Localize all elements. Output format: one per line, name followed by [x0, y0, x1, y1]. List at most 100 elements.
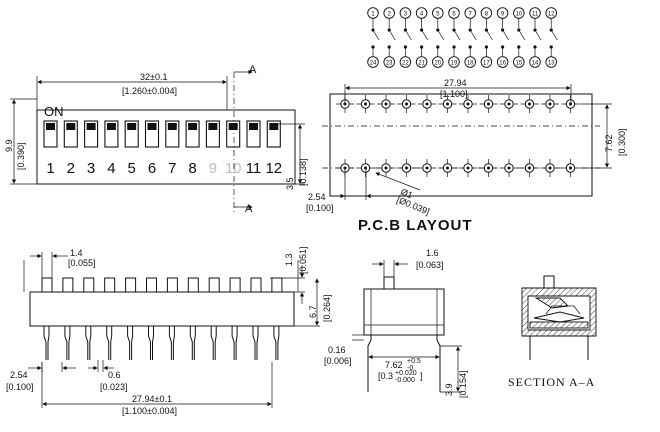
top-offset-in: [0.138] [298, 158, 308, 186]
schematic-pin-label-1: 1 [371, 11, 375, 17]
schematic-pin-label-11: 11 [532, 11, 539, 17]
end-row-in-tol: +0.020 [395, 370, 417, 377]
pcb-span-mm: 27.94 [444, 78, 467, 88]
side-lead-10 [231, 326, 238, 360]
schematic-switch-8: 817 [480, 7, 493, 68]
schematic-pin-label-9: 9 [501, 11, 505, 17]
end-row-in-close: ] [420, 371, 423, 381]
switch-number-11: 11 [246, 160, 262, 177]
schematic-switch-3: 3 22 [399, 7, 412, 68]
schematic-pin-label-13: 13 [548, 60, 555, 66]
schematic-pin-label-18: 18 [467, 60, 474, 66]
switch-number-12: 12 [265, 160, 282, 177]
switch-5-knob [127, 123, 137, 130]
end-standoff-mm: 0.16 [328, 345, 346, 355]
schematic-switch-12: 12 13 [545, 7, 558, 68]
side-pin-width-in: [0.055] [68, 258, 96, 268]
schematic-pin-label-22: 22 [402, 60, 409, 66]
schematic-pin-16 [496, 56, 509, 68]
top-view-body [36, 109, 296, 185]
schematic-switch-5: 5 20 [432, 7, 445, 68]
pcb-pad-grid [336, 95, 580, 177]
end-lead-left [367, 335, 372, 392]
top-height-mm: 9.9 [4, 139, 14, 152]
side-body-in: [0.264] [322, 294, 332, 322]
schematic-pin-19 [448, 56, 460, 68]
side-actuator-12 [271, 277, 283, 293]
side-actuator-6 [146, 277, 157, 293]
schematic-pin-label-15: 15 [515, 60, 522, 66]
end-standoff-in: [0.006] [324, 356, 352, 366]
schematic-switch-2: 2 23 [383, 7, 396, 68]
side-actuator-2 [62, 277, 74, 293]
pcb-pitch-mm: 2.54 [308, 192, 326, 202]
switch-7-knob [167, 123, 177, 130]
schematic-pin-label-20: 20 [434, 60, 441, 66]
pcb-row-mm: 7.62 [604, 134, 614, 152]
schematic-pin-label-5: 5 [436, 11, 440, 17]
switch-number-8: 8 [188, 160, 196, 177]
switch-row [43, 120, 281, 148]
side-actuator-8 [187, 277, 199, 293]
schematic-pin-label-23: 23 [386, 60, 393, 66]
top-length-in: [1.260±0.004] [122, 86, 177, 96]
side-lead-mm: 0.6 [108, 370, 121, 380]
pcb-layout-title: P.C.B LAYOUT [358, 217, 473, 234]
schematic-pin-24 [367, 56, 379, 68]
schematic-pin-14 [529, 56, 541, 68]
switch-number-5: 5 [128, 160, 136, 177]
switch-6-knob [147, 123, 157, 130]
section-view: SECTION A–A [508, 275, 597, 389]
side-lead-in: [0.023] [100, 382, 128, 392]
schematic-pin-label-8: 8 [485, 11, 489, 17]
side-actuator-1 [41, 277, 53, 293]
end-lead-right [436, 335, 441, 392]
side-actuator-9 [208, 277, 220, 293]
side-lead-4 [106, 326, 113, 360]
side-lead-5 [127, 326, 134, 360]
schematic-pin-label-4: 4 [420, 11, 424, 17]
pcb-outline [329, 93, 593, 197]
schematic-pin-23 [383, 56, 395, 68]
schematic-pin-label-2: 2 [388, 11, 392, 17]
top-height-in: [0.390] [16, 142, 26, 170]
side-actuator-7 [166, 277, 178, 293]
switch-number-4: 4 [107, 160, 115, 177]
schematic-pin-label-12: 12 [548, 11, 555, 17]
side-view-body [29, 291, 295, 327]
switch-number-7: 7 [168, 160, 176, 177]
side-actuator-mm: 1.3 [284, 253, 294, 266]
schematic-pin-label-3: 3 [404, 11, 408, 17]
end-row-mm: 7.62 [385, 360, 403, 370]
switch-12-knob [269, 123, 279, 130]
switch-number-9: 9 [209, 160, 217, 177]
switch-2-knob [66, 123, 76, 130]
schematic-switch-4: 4 21 [415, 7, 428, 68]
top-length-mm: 32±0.1 [140, 72, 167, 82]
end-row-tol-minus: -0 [407, 365, 413, 372]
side-span-in: [1.100±0.004] [122, 406, 177, 416]
schematic-pin-label-10: 10 [515, 11, 522, 17]
pcb-hole-in: [Ø0.039] [395, 195, 431, 217]
switch-1-knob [46, 123, 55, 130]
schematic-pin-label-16: 16 [499, 60, 506, 66]
side-actuator-3 [83, 277, 95, 293]
schematic-switch-9: 9 16 [496, 7, 509, 68]
switch-11-knob [249, 123, 258, 130]
schematic-switch-6: 619 [448, 7, 461, 68]
side-lead-11 [252, 326, 259, 360]
schematic-pin-20 [432, 56, 444, 68]
side-pitch-mm: 2.54 [10, 370, 28, 380]
end-view: 1.6 [0.063] 0.16 [0.006] 7.62 +0.5 -0 [0… [324, 248, 468, 398]
schematic-pin-label-21: 21 [418, 60, 425, 66]
side-span-mm: 27.94±0.1 [132, 394, 172, 404]
on-label: ON [44, 104, 64, 119]
side-pin-row [41, 277, 283, 360]
side-pin-width-mm: 1.4 [70, 248, 83, 258]
schematic-switch-7: 718 [464, 7, 477, 68]
switch-number-10: 10 [225, 160, 242, 177]
pcb-layout-view: 27.94 [1.100] 7.62 [0.300] 2.54 [0.100] … [306, 78, 627, 234]
